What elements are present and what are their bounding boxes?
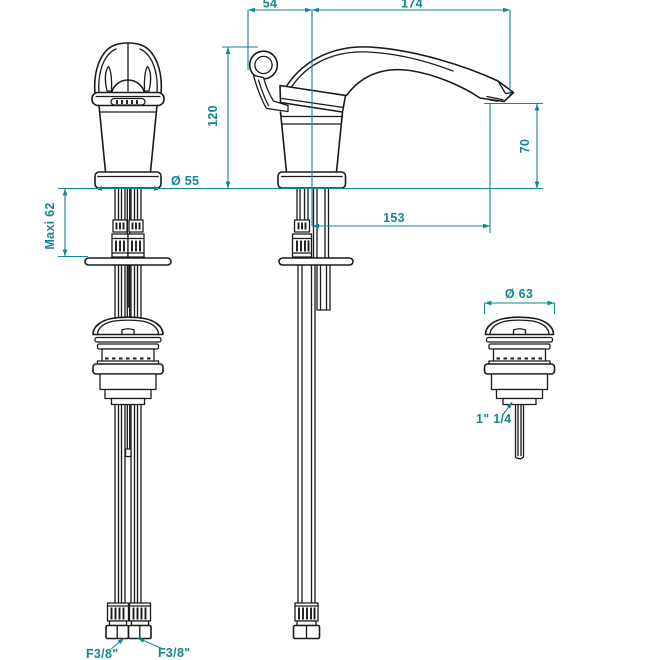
side-handle-ring — [248, 50, 289, 113]
side-mounting-plate — [278, 257, 354, 266]
front-base — [94, 171, 162, 189]
handle-inner-dome — [110, 79, 146, 98]
handle-wing-left — [104, 65, 113, 92]
dimension-label-diameter-55: Ø 55 — [171, 174, 199, 188]
faucet-side-view — [248, 46, 515, 640]
faucet-front-view — [84, 42, 172, 640]
dimension-label-54: 54 — [263, 0, 278, 11]
dimension-label-120: 120 — [206, 105, 220, 127]
front-popup-waste — [92, 316, 164, 406]
dimension-label-hose-thread-right: F3/8" — [158, 646, 190, 660]
dimension-label-hose-thread-left: F3/8" — [86, 647, 118, 660]
dimension-label-153: 153 — [383, 211, 405, 225]
side-hose-connector — [291, 219, 313, 258]
front-hose-ends — [105, 602, 152, 640]
front-body — [94, 104, 162, 189]
side-hose-end — [292, 602, 321, 640]
dimensions: 54 174 120 Maxi 62 Ø 55 70 153 Ø 63 1" 1… — [43, 0, 556, 660]
drain-plug-view — [483, 316, 556, 460]
side-spout — [279, 46, 515, 113]
front-mounting-plate — [84, 257, 172, 266]
popup-rod-end — [124, 448, 132, 458]
dimension-label-174: 174 — [401, 0, 423, 11]
front-handle — [91, 42, 165, 107]
dimension-label-maxi-62: Maxi 62 — [43, 202, 57, 249]
dimension-label-waste-thread: 1" 1/4 — [476, 412, 512, 426]
dimension-label-70: 70 — [518, 139, 532, 154]
handle-wing-right — [143, 65, 152, 92]
front-supply-pipes — [114, 187, 142, 604]
front-hose-connectors — [111, 219, 145, 258]
side-pipes — [296, 187, 331, 604]
dimension-label-diameter-63: Ø 63 — [505, 287, 533, 301]
plug-rod — [514, 403, 525, 460]
side-lever-arm — [252, 74, 289, 113]
